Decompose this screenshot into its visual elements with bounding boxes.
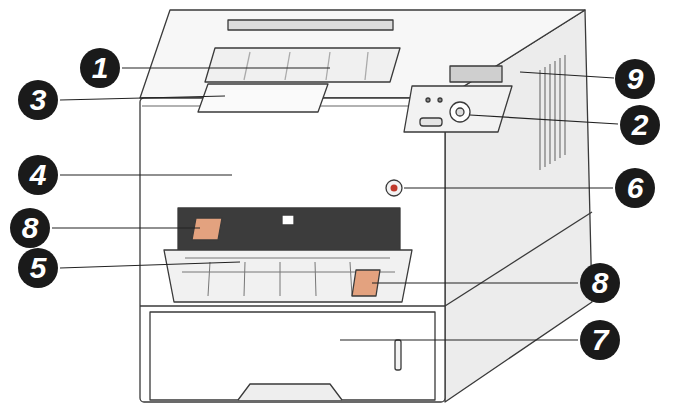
- tray-rib: [365, 52, 368, 80]
- tray-rib: [285, 52, 290, 80]
- side-vents: [540, 55, 565, 170]
- tray-ticks: [182, 258, 395, 296]
- callout-badge: 7: [580, 320, 620, 360]
- panel-key: [420, 118, 442, 126]
- power-button: [386, 180, 402, 196]
- printer-body: [140, 10, 592, 402]
- callout-number: 9: [627, 64, 644, 94]
- callout-number: 5: [30, 253, 47, 283]
- tray-rib: [326, 52, 330, 80]
- leader-line: [470, 115, 618, 124]
- side-vents: [544, 67, 545, 167]
- callout-number: 6: [627, 173, 644, 203]
- callout-badge: 6: [615, 168, 655, 208]
- paper-cassette: [150, 312, 435, 400]
- tray-ticks: [280, 262, 281, 296]
- leader-line: [52, 227, 200, 228]
- callout-badge: 1: [80, 48, 120, 88]
- control-panel: [404, 86, 512, 132]
- tray-ticks: [350, 262, 352, 296]
- callout-badge: 4: [18, 155, 58, 195]
- front-face: [140, 98, 445, 402]
- leader-line: [60, 262, 240, 268]
- leader-line: [404, 187, 613, 188]
- callout-number: 4: [30, 160, 47, 190]
- callout-number: 1: [92, 53, 109, 83]
- slot-marker: [282, 215, 294, 225]
- leader-lines: [52, 68, 618, 340]
- tray-rib: [244, 52, 250, 80]
- leader-line: [60, 174, 232, 175]
- tray-ticks: [185, 258, 390, 259]
- callout-badge: 8: [10, 208, 50, 248]
- callout-number: 7: [592, 325, 609, 355]
- exit-slot: [228, 20, 393, 30]
- callout-number: 3: [30, 85, 47, 115]
- cassette-line: [445, 212, 592, 306]
- paper-guide: [192, 218, 222, 240]
- side-vents: [549, 64, 550, 164]
- callout-number: 8: [22, 213, 39, 243]
- callout-badge: 9: [615, 59, 655, 99]
- lcd-screen: [450, 66, 502, 82]
- callout-badge: 5: [18, 248, 58, 288]
- side-vents: [559, 58, 560, 158]
- panel-led: [426, 98, 430, 102]
- leader-line: [60, 96, 225, 100]
- side-vents: [554, 61, 555, 161]
- tray-ticks: [244, 262, 245, 296]
- callout-number: 8: [592, 268, 609, 298]
- side-vents: [564, 55, 565, 155]
- leader-line: [122, 67, 330, 68]
- output-tray: [205, 48, 400, 82]
- cassette-line: [140, 305, 445, 306]
- panel-button: [450, 102, 470, 122]
- panel-led: [438, 98, 442, 102]
- leader-line: [372, 282, 578, 283]
- callout-badge: 8: [580, 263, 620, 303]
- side-vents: [539, 70, 540, 170]
- panel-button: [456, 108, 464, 116]
- feed-tray: [164, 250, 412, 302]
- tray-ticks: [208, 262, 210, 296]
- paper-stopper: [198, 84, 328, 112]
- callout-badge: 3: [18, 80, 58, 120]
- level-window: [395, 340, 401, 370]
- leader-line: [340, 339, 578, 340]
- cassette-handle: [238, 384, 342, 400]
- leader-line: [520, 72, 614, 78]
- side-face: [445, 10, 592, 402]
- tray-ticks: [315, 262, 316, 296]
- top-surface: [140, 10, 585, 98]
- feed-opening: [178, 208, 400, 254]
- callout-number: 2: [632, 110, 649, 140]
- power-button-center: [391, 185, 398, 192]
- callout-badge: 2: [620, 105, 660, 145]
